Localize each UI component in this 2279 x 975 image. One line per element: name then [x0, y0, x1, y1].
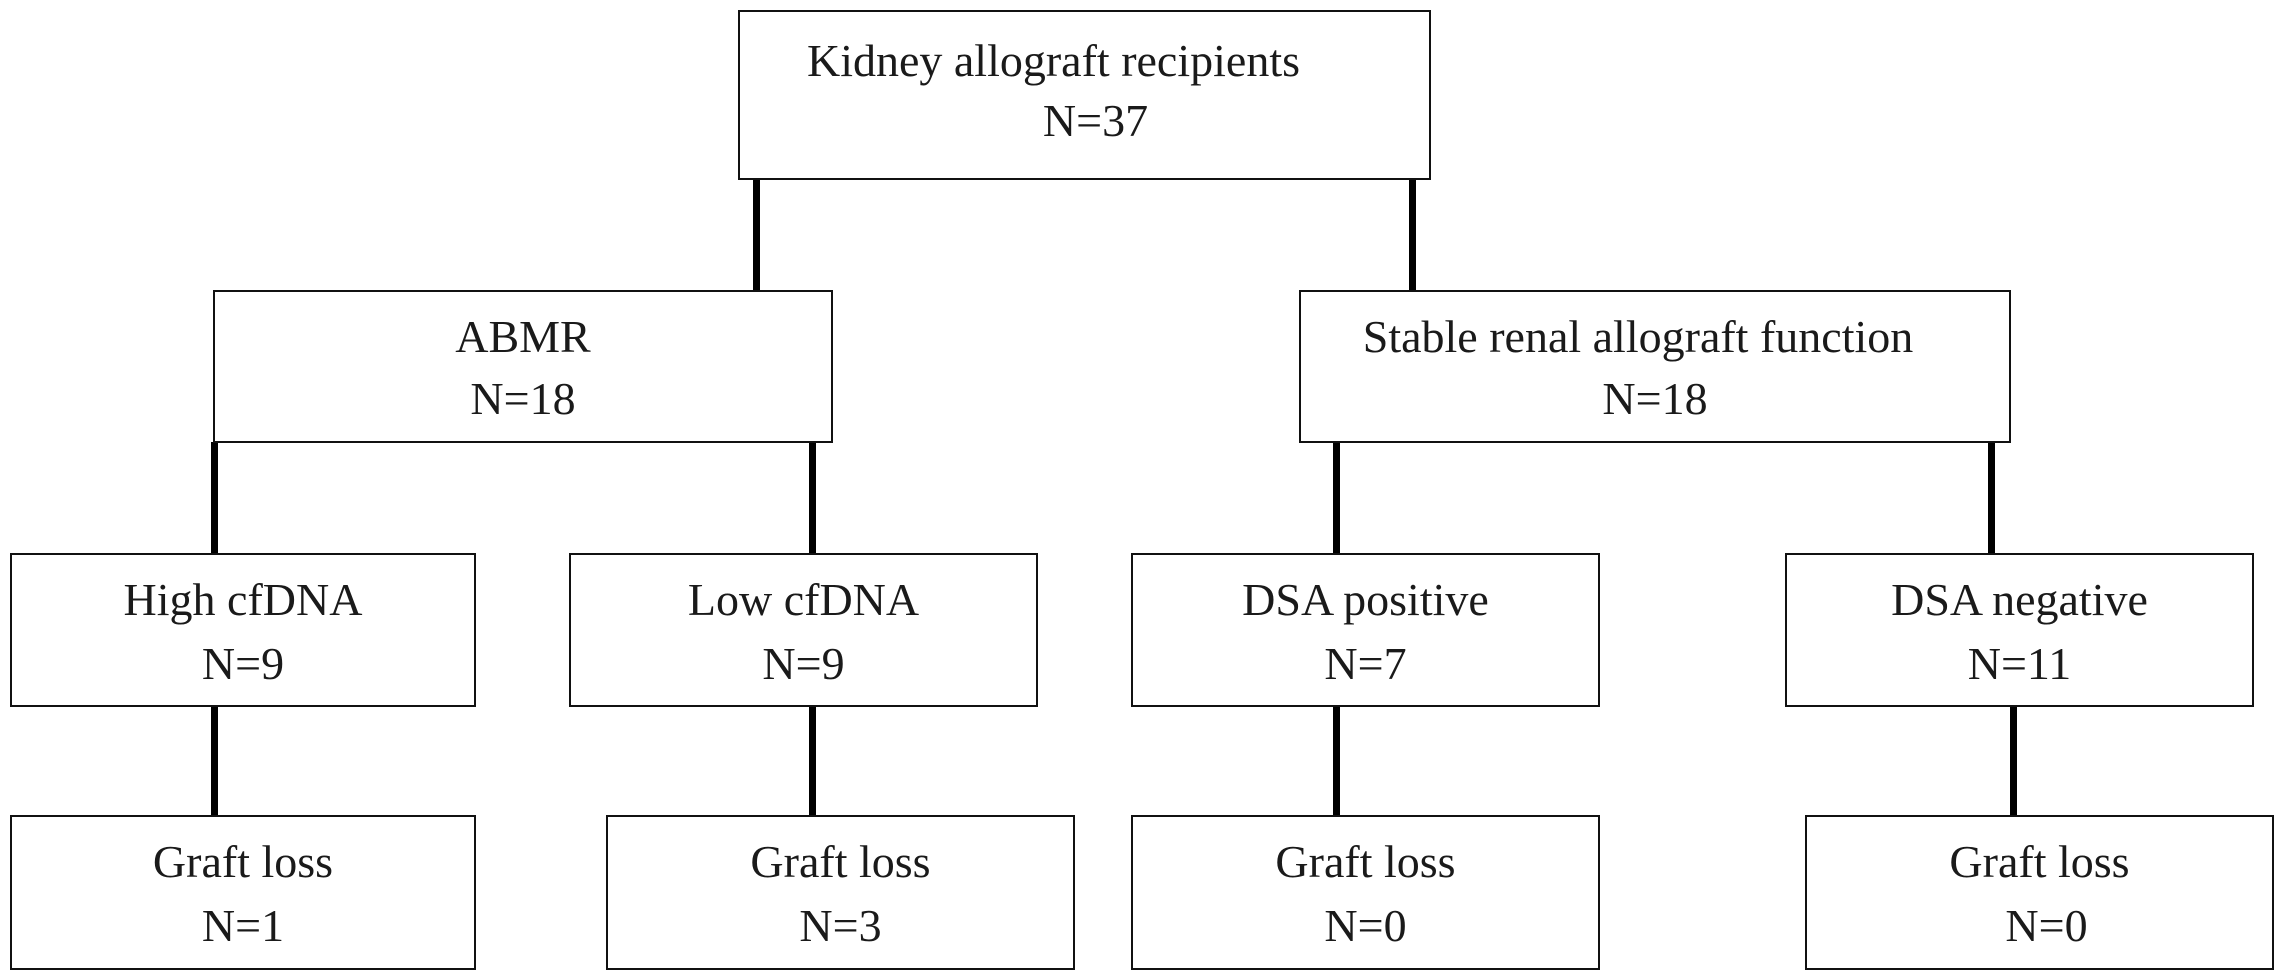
abmr-count: N=18: [470, 373, 576, 424]
graft-loss-low-title: Graft loss: [750, 836, 931, 887]
root-node: Kidney allograft recipients N=37: [738, 10, 1431, 180]
connector-low-loss: [809, 705, 816, 818]
connector-abmr-high: [211, 442, 218, 555]
dsa-negative-title: DSA negative: [1891, 574, 2148, 625]
high-cfdna-node: High cfDNA N=9: [10, 553, 476, 707]
connector-dsa-pos-loss: [1333, 705, 1340, 818]
high-cfdna-title: High cfDNA: [123, 574, 363, 625]
connector-root-stable: [1409, 178, 1416, 291]
graft-loss-dsa-neg-title: Graft loss: [1949, 836, 2130, 887]
graft-loss-dsa-pos-title: Graft loss: [1275, 836, 1456, 887]
abmr-node: ABMR N=18: [213, 290, 833, 443]
graft-loss-dsa-neg-node: Graft loss N=0: [1805, 815, 2274, 970]
low-cfdna-title: Low cfDNA: [687, 574, 920, 625]
connector-root-abmr: [753, 178, 760, 291]
graft-loss-dsa-pos-count: N=0: [1324, 900, 1407, 951]
connector-stable-dsa-pos: [1333, 442, 1340, 555]
connector-high-loss: [211, 705, 218, 818]
low-cfdna-count: N=9: [762, 638, 845, 689]
root-title: Kidney allograft recipients: [806, 35, 1301, 86]
graft-loss-low-node: Graft loss N=3: [606, 815, 1075, 970]
stable-node: Stable renal allograft function N=18: [1299, 290, 2011, 443]
dsa-positive-count: N=7: [1324, 638, 1407, 689]
graft-loss-high-title: Graft loss: [152, 836, 334, 887]
connector-abmr-low: [809, 442, 816, 555]
connector-stable-dsa-neg: [1988, 442, 1995, 555]
dsa-negative-count: N=11: [1967, 638, 2072, 689]
dsa-negative-node: DSA negative N=11: [1785, 553, 2254, 707]
connector-dsa-neg-loss: [2010, 705, 2017, 818]
graft-loss-dsa-pos-node: Graft loss N=0: [1131, 815, 1600, 970]
abmr-title: ABMR: [455, 311, 591, 362]
stable-count: N=18: [1602, 373, 1708, 424]
stable-title: Stable renal allograft function: [1362, 311, 1914, 362]
dsa-positive-node: DSA positive N=7: [1131, 553, 1600, 707]
graft-loss-high-node: Graft loss N=1: [10, 815, 476, 970]
graft-loss-dsa-neg-count: N=0: [2005, 900, 2088, 951]
graft-loss-high-count: N=1: [201, 900, 285, 951]
root-count: N=37: [1042, 95, 1149, 146]
low-cfdna-node: Low cfDNA N=9: [569, 553, 1038, 707]
high-cfdna-count: N=9: [201, 638, 285, 689]
graft-loss-low-count: N=3: [799, 900, 882, 951]
dsa-positive-title: DSA positive: [1242, 574, 1489, 625]
